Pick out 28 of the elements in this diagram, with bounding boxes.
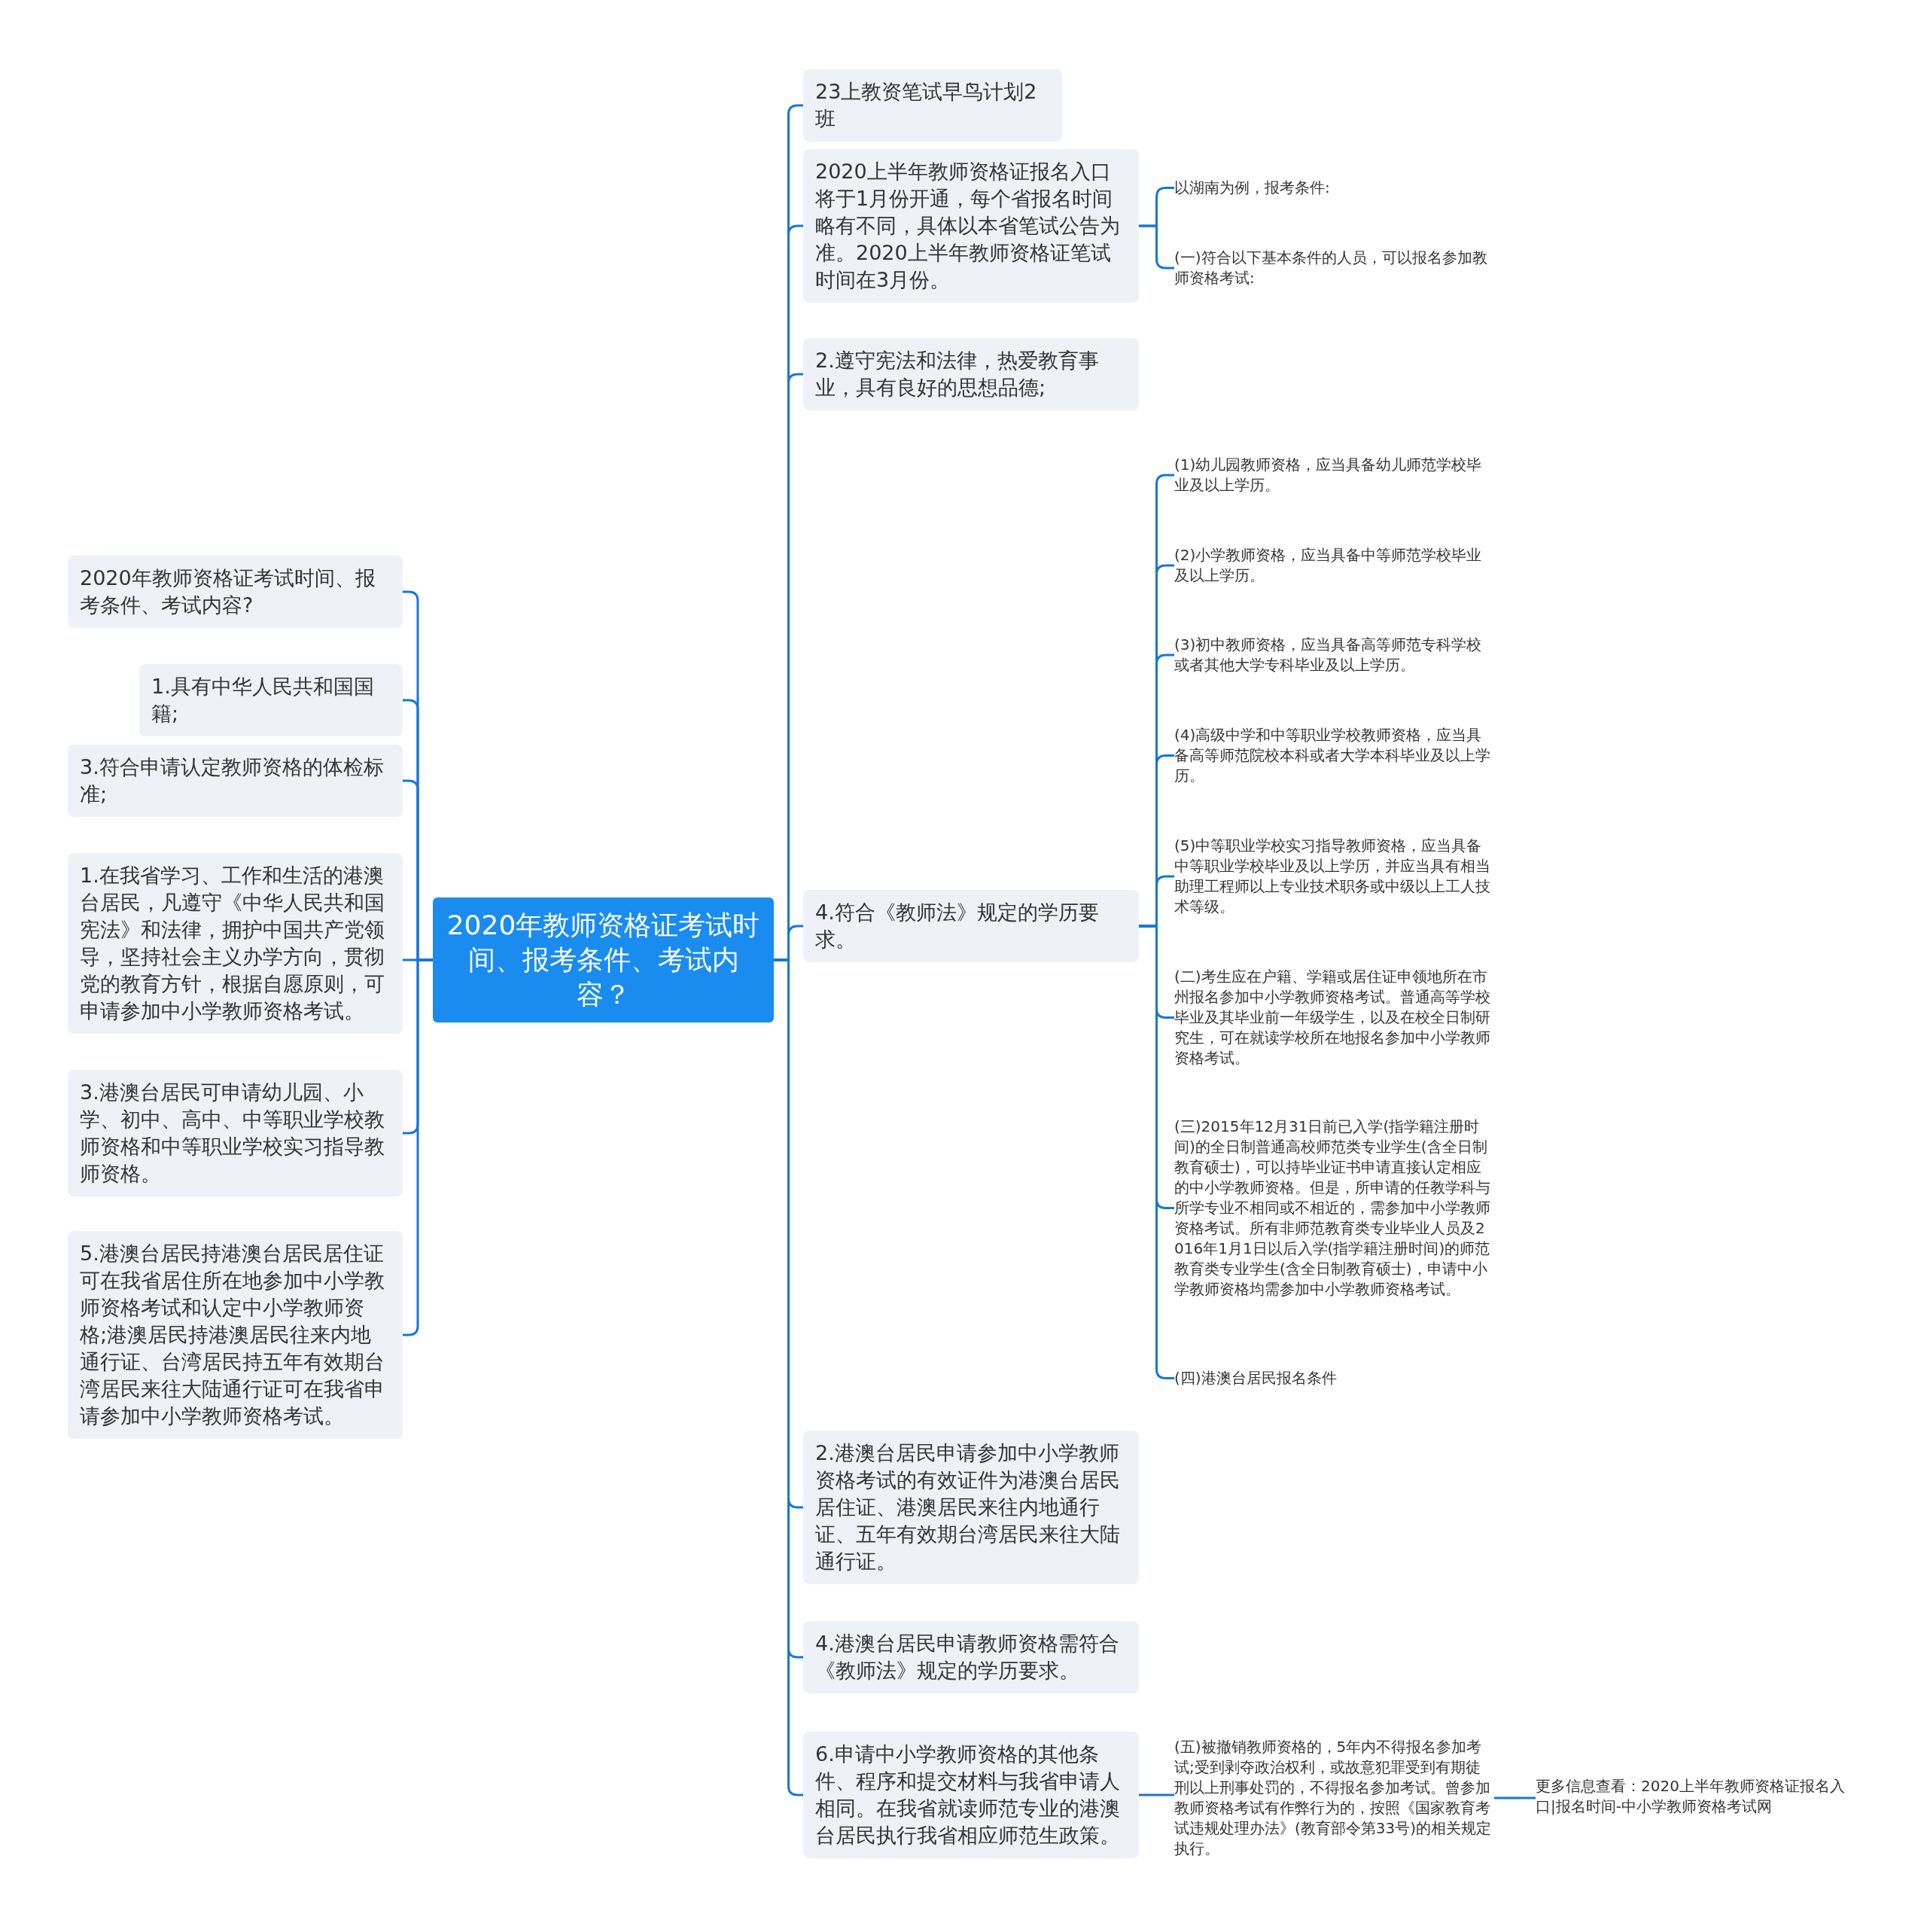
topic-box: 23上教资笔试早鸟计划2班 (803, 69, 1062, 142)
topic-box: 5.港澳台居民持港澳台居民居住证可在我省居住所在地参加中小学教师资格考试和认定中小学教师资格;港澳居民持港澳居民往来内地通行证、台湾居民持五年有效期台湾居民来往大陆通行证可在我省申请参加中小学教师资格考试。 (68, 1231, 403, 1439)
topic-box: 2020年教师资格证考试时间、报考条件、考试内容? (68, 556, 403, 628)
topic-text: (3)初中教师资格，应当具备高等师范专科学校或者其他大学专科毕业及以上学历。 (1174, 633, 1494, 677)
topic-text: (4)高级中学和中等职业学校教师资格，应当具备高等师范院校本科或者大学本科毕业及以上学历。 (1174, 724, 1494, 788)
topic-box: 2020上半年教师资格证报名入口将于1月份开通，每个省报名时间略有不同，具体以本省笔试公告为准。2020上半年教师资格证笔试时间在3月份。 (803, 149, 1139, 303)
topic-box: 4.符合《教师法》规定的学历要求。 (803, 890, 1139, 962)
topic-box: 6.申请中小学教师资格的其他条件、程序和提交材料与我省申请人相同。在我省就读师范专业的港澳台居民执行我省相应师范生政策。 (803, 1732, 1139, 1858)
topic-text: 以湖南为例，报考条件: (1174, 176, 1494, 200)
topic-text: (1)幼儿园教师资格，应当具备幼儿师范学校毕业及以上学历。 (1174, 453, 1494, 497)
topic-text: (二)考生应在户籍、学籍或居住证申领地所在市州报名参加中小学教师资格考试。普通高等学校毕业及其毕业前一年级学生，以及在校全日制研究生，可在就读学校所在地报名参加中小学教师资格考试。 (1174, 965, 1494, 1070)
topic-box: 3.符合申请认定教师资格的体检标准; (68, 745, 403, 817)
topic-text: (5)中等职业学校实习指导教师资格，应当具备中等职业学校毕业及以上学历，并应当具有相当助理工程师以上专业技术职务或中级以上工人技术等级。 (1174, 834, 1494, 919)
topic-box: 3.港澳台居民可申请幼儿园、小学、初中、高中、中等职业学校教师资格和中等职业学校实习指导教师资格。 (68, 1070, 403, 1196)
topic-box: 4.港澳台居民申请教师资格需符合《教师法》规定的学历要求。 (803, 1621, 1139, 1693)
connector-line (1139, 1793, 1174, 1796)
central-topic-box: 2020年教师资格证考试时间、报考条件、考试内容？ (433, 897, 774, 1022)
topic-text: (一)符合以下基本条件的人员，可以报名参加教师资格考试: (1174, 246, 1494, 290)
topic-text: 更多信息查看：2020上半年教师资格证报名入口|报名时间-中小学教师资格考试网 (1536, 1775, 1852, 1818)
topic-text: (四)港澳台居民报名条件 (1174, 1367, 1494, 1390)
topic-text: (三)2015年12月31日前已入学(指学籍注册时间)的全日制普通高校师范类专业学生(含全日制教育硕士)，可以持毕业证书申请直接认定相应的中小学教师资格。但是，所申请的任教学科与所学专业不相同或不相近的，需参加中小学教师资格考试。所有非师范教育类专业毕业人员及2016年1月1日以后入学(指学籍注册时间)的师范教育类专业学生(含全日制教育硕士)，申请中小学教师资格均需参加中小学教师资格考试。 (1174, 1115, 1494, 1301)
topic-text: (2)小学教师资格，应当具备中等师范学校毕业及以上学历。 (1174, 544, 1494, 587)
topic-box: 2.港澳台居民申请参加中小学教师资格考试的有效证件为港澳台居民居住证、港澳居民来往内地通行证、五年有效期台湾居民来往大陆通行证。 (803, 1431, 1139, 1584)
topic-text: (五)被撤销教师资格的，5年内不得报名参加考试;受到剥夺政治权利，或故意犯罪受到有期徒刑以上刑事处罚的，不得报名参加考试。曾参加教师资格考试有作弊行为的，按照《国家教育考试违规处理办法》(教育部令第33号)的相关规定执行。 (1174, 1735, 1494, 1860)
topic-box: 1.具有中华人民共和国国籍; (139, 664, 403, 736)
topic-box: 1.在我省学习、工作和生活的港澳台居民，凡遵守《中华人民共和国宪法》和法律，拥护中国共产党领导，坚持社会主义办学方向，贯彻党的教育方针，根据自愿原则，可申请参加中小学教师资格考试。 (68, 853, 403, 1034)
topic-box: 2.遵守宪法和法律，热爱教育事业，具有良好的思想品德; (803, 338, 1139, 410)
connector-line (1494, 1796, 1536, 1799)
